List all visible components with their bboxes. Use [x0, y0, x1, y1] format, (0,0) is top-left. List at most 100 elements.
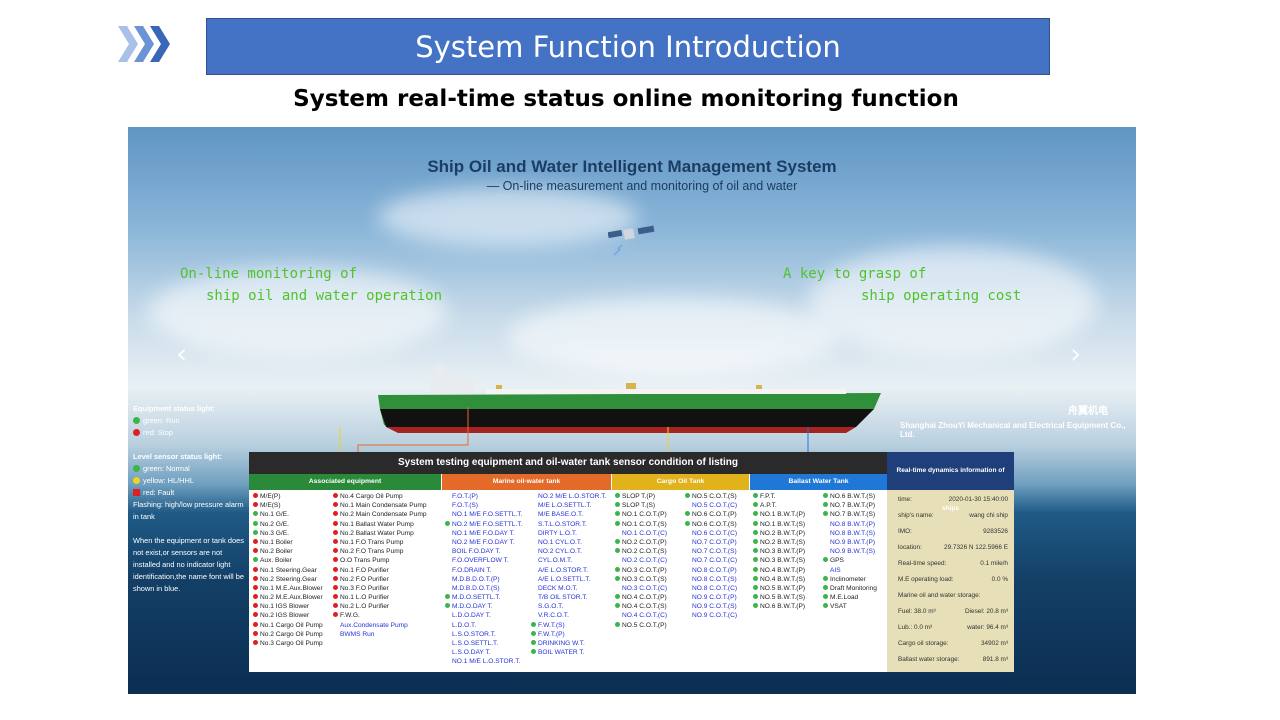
red-indicator-icon	[333, 529, 338, 535]
list-item: M.D.O.DAY T.	[445, 602, 522, 611]
page-subtitle: System real-time status online monitorin…	[293, 86, 959, 112]
list-item: No.4 Cargo Oil Pump	[333, 492, 427, 501]
red-indicator-icon	[333, 575, 338, 581]
list-item: NO.2 M/E F.O.DAY T.	[445, 538, 522, 547]
list-item: Inclinometer	[823, 575, 877, 584]
list-item: NO.1 CYL.O.T.	[531, 538, 606, 547]
list-item-label: NO.2 C.O.T.(P)	[622, 538, 667, 546]
list-item: NO.4 C.O.T.(S)	[615, 602, 667, 611]
list-item-label: M/E(S)	[260, 502, 281, 510]
carousel-prev-button[interactable]: ‹	[176, 337, 188, 370]
list-item: NO.9 C.O.T.(P)	[685, 593, 737, 602]
list-item: GPS	[823, 556, 877, 565]
green-indicator-icon	[823, 603, 828, 609]
list-item-label: NO.4 C.O.T.(C)	[622, 612, 668, 620]
green-indicator-icon	[615, 621, 620, 627]
list-item-label: NO.1 CYL.O.T.	[538, 538, 582, 546]
list-item: No.2 G/E.	[253, 520, 323, 529]
green-indicator-icon	[615, 575, 620, 581]
list-item: NO.1 M/E F.O.SETTL.T.	[445, 510, 522, 519]
feature-right-line2: ship operating cost	[861, 288, 1022, 304]
green-indicator-icon	[685, 493, 690, 498]
list-item: NO.4 B.W.T.(S)	[753, 575, 805, 584]
list-item-label: L.D.O.DAY T.	[452, 612, 491, 620]
list-item-label: M/E L.O.SETTL.T.	[538, 502, 592, 510]
list-item-label: S.T.L.O.STOR.T.	[538, 520, 587, 528]
list-item-label: DECK M.O.T.	[538, 584, 578, 592]
list-item-label: Aux.Condensate Pump	[340, 621, 408, 629]
green-indicator-icon	[253, 520, 258, 526]
list-item: CYL.O.M.T.	[531, 556, 606, 565]
list-item-label: No.1 L.O Purifier	[340, 594, 390, 602]
red-indicator-icon	[253, 566, 258, 572]
green-indicator-icon	[753, 594, 758, 600]
list-item-label: M.E.Load	[830, 594, 859, 602]
list-item-label: F.P.T.	[760, 493, 776, 500]
list-item-label: BOIL WATER T.	[538, 649, 585, 657]
green-indicator-icon	[753, 538, 758, 544]
list-item-label: NO.5 C.O.T.(C)	[692, 502, 738, 510]
list-item: F.P.T.	[753, 492, 805, 501]
list-item-label: SLOP T.(S)	[622, 502, 656, 510]
list-item: NO.2 C.O.T.(S)	[615, 547, 667, 556]
info-ship-name: ship's name:wang chi ship	[898, 512, 1008, 519]
list-item-label: NO.1 M/E L.O.STOR.T.	[452, 658, 521, 666]
list-item-label: A.P.T.	[760, 502, 777, 510]
list-item: DECK M.O.T.	[531, 584, 606, 593]
list-item: No.1 F.O Purifier	[333, 566, 427, 575]
green-indicator-icon	[753, 557, 758, 563]
green-indicator-icon	[133, 417, 140, 424]
carousel-next-button[interactable]: ›	[1070, 337, 1082, 370]
list-item-label: M/E BASE.O.T.	[538, 511, 584, 519]
info-location: location:29.7326 N 122.5966 E	[898, 544, 1008, 551]
red-indicator-icon	[253, 584, 258, 590]
red-indicator-icon	[333, 502, 338, 508]
list-item: M.E.Load	[823, 593, 877, 602]
list-item-label: NO.8 B.W.T.(S)	[830, 529, 876, 537]
header-associated-equipment: Associated equipment	[249, 474, 441, 490]
list-item: No.1 IGS Blower	[253, 602, 323, 611]
list-item-label: NO.1 C.O.T.(S)	[622, 520, 667, 528]
list-item: NO.3 C.O.T.(P)	[615, 566, 667, 575]
list-item: No.1 L.O Purifier	[333, 593, 427, 602]
list-item-label: No.1 F.O Purifier	[340, 566, 389, 574]
green-indicator-icon	[615, 594, 620, 600]
green-indicator-icon	[823, 584, 828, 590]
list-item: No.1 G/E.	[253, 510, 323, 519]
list-item: S.T.L.O.STOR.T.	[531, 520, 606, 529]
ballast-col1: F.P.T.A.P.T.NO.1 B.W.T.(P)NO.1 B.W.T.(S)…	[753, 492, 805, 611]
list-item: DIRTY L.O.T.	[531, 529, 606, 538]
list-item: NO.7 C.O.T.(C)	[685, 556, 737, 565]
list-item-label: F.O.T.(S)	[452, 502, 479, 510]
list-item-label: M.D.B.D.O.T.(P)	[452, 575, 500, 583]
green-indicator-icon	[615, 566, 620, 572]
list-item-label: NO.2 B.W.T.(S)	[760, 538, 806, 546]
list-item: NO.6 B.W.T.(P)	[753, 602, 805, 611]
list-item-label: NO.7 C.O.T.(C)	[692, 557, 738, 565]
red-indicator-icon	[333, 603, 338, 609]
list-item: NO.6 B.W.T.(S)	[823, 492, 877, 501]
green-indicator-icon	[531, 649, 536, 655]
green-indicator-icon	[753, 502, 758, 508]
status-legend: Equipment status light: green: Run red: …	[133, 403, 249, 595]
list-item: No.3 G/E.	[253, 529, 323, 538]
list-item-label: No.1 M.E.Aux.Blower	[260, 584, 323, 592]
red-indicator-icon	[253, 493, 258, 498]
list-item: BWMS Run	[333, 630, 427, 639]
list-item-label: NO.1 B.W.T.(P)	[760, 511, 806, 519]
list-item: NO.9 B.W.T.(S)	[823, 547, 877, 556]
list-item-label: Inclinometer	[830, 575, 866, 583]
list-item-label: NO.1 C.O.T.(C)	[622, 529, 668, 537]
red-indicator-icon	[253, 621, 258, 627]
list-item-label: NO.9 B.W.T.(P)	[830, 538, 876, 546]
list-item-label: NO.2 M/E F.O.DAY T.	[452, 538, 515, 546]
list-item: NO.2 CYL.O.T.	[531, 547, 606, 556]
list-item-label: NO.3 C.O.T.(P)	[622, 566, 667, 574]
list-item: NO.6 C.O.T.(S)	[685, 520, 737, 529]
red-indicator-icon	[253, 630, 258, 636]
list-item: NO.5 C.O.T.(C)	[685, 501, 737, 510]
feature-left-line2: ship oil and water operation	[206, 288, 443, 304]
list-item: L.S.O.DAY T.	[445, 648, 522, 657]
list-item: T/B OIL STOR.T.	[531, 593, 606, 602]
